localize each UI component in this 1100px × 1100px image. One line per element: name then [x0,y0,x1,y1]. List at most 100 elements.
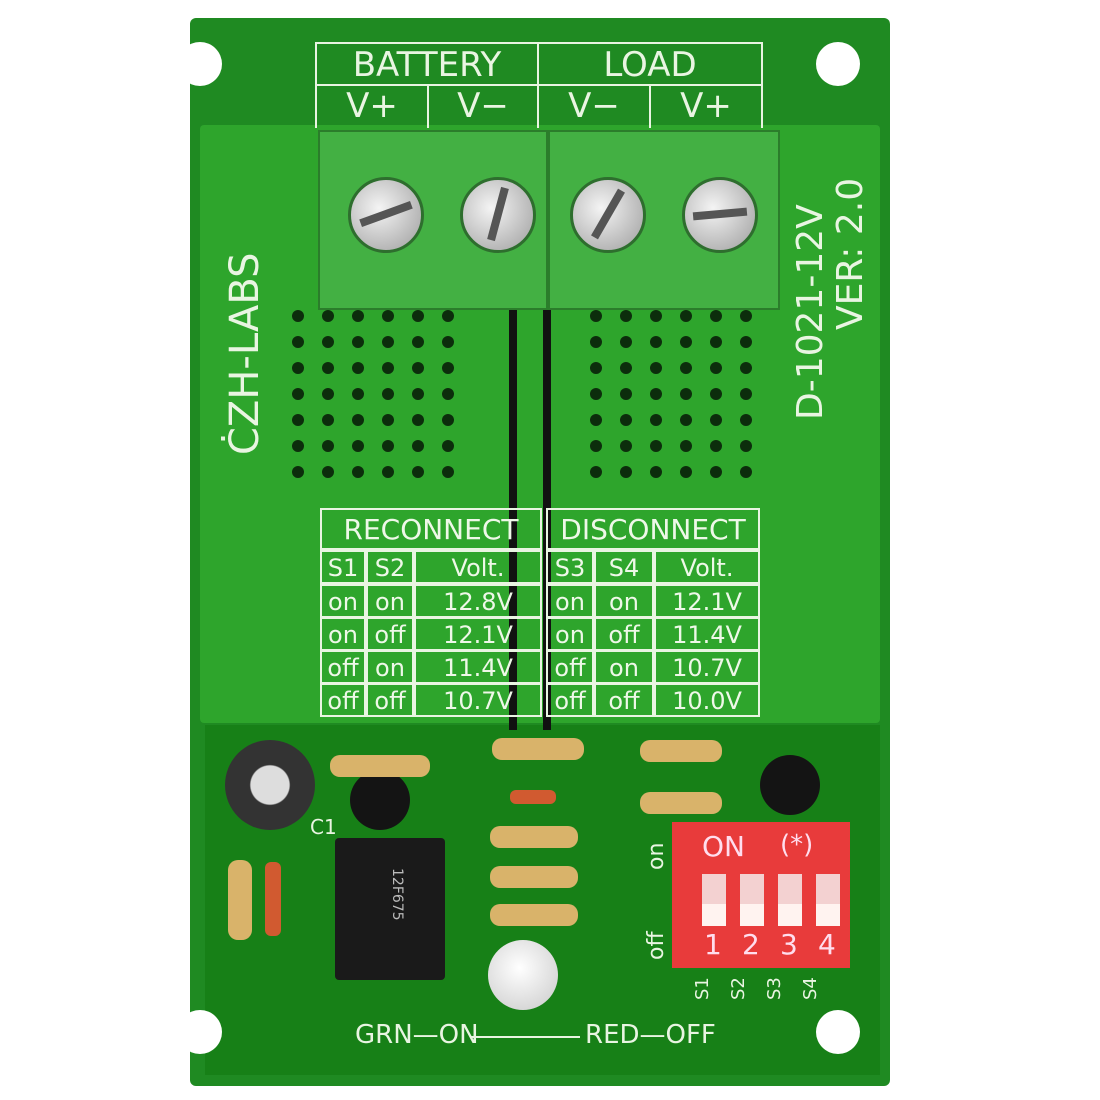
pad [620,336,632,348]
table-cell: on [594,650,654,684]
pad [740,362,752,374]
table-cell: on [366,584,414,618]
pad [412,362,424,374]
table-cell: off [546,683,594,717]
pad [292,336,304,348]
table-cell: on [546,584,594,618]
pad [710,336,722,348]
pad [620,362,632,374]
pad [710,362,722,374]
pad [680,414,692,426]
pad [442,414,454,426]
pad [740,440,752,452]
table-cell: on [320,617,366,651]
dip-switch-toggle[interactable] [816,874,840,926]
table-header-cell: S2 [366,550,414,584]
pad [590,466,602,478]
dip-number: 4 [818,928,836,961]
table-header-cell: S1 [320,550,366,584]
pad [352,388,364,400]
pad [650,414,662,426]
pad [322,336,334,348]
pad [620,440,632,452]
diode [265,862,281,936]
table-header-cell: Volt. [654,550,760,584]
load-label: LOAD [539,44,761,86]
pad [680,310,692,322]
terminal-label: V− [539,86,651,128]
dip-number: 3 [780,928,798,961]
pad [680,388,692,400]
dip-number: 1 [704,928,722,961]
table-cell: off [366,617,414,651]
switch-label: S1 [692,977,713,1000]
pad [620,310,632,322]
pad [292,388,304,400]
pad [352,310,364,322]
pad [740,336,752,348]
pad [292,440,304,452]
pad [590,310,602,322]
pad [442,310,454,322]
dip-switch-toggle[interactable] [778,874,802,926]
terminal-header: BATTERY LOAD V+ V− V− V+ [315,42,763,128]
divider [470,1036,580,1038]
pad [412,388,424,400]
pad [710,466,722,478]
screw-icon[interactable] [460,177,536,253]
mount-hole [816,1010,860,1054]
pad [620,388,632,400]
table-cell: 10.7V [414,683,542,717]
dip-switch-toggle[interactable] [740,874,764,926]
terminal-label: V+ [680,86,732,126]
pad [352,414,364,426]
pad [382,414,394,426]
dip-side-off: off [644,931,669,960]
pad [740,414,752,426]
screw-icon[interactable] [348,177,424,253]
table-header-cell: Volt. [414,550,542,584]
pad [352,336,364,348]
dip-side-on: on [644,842,669,870]
pad [412,414,424,426]
led-red-label: RED—OFF [585,1020,716,1050]
cap-label: C1 [310,815,337,839]
pad [442,440,454,452]
reconnect-header: RECONNECT [320,508,542,550]
pad [710,310,722,322]
version-label: VER: 2.0 [830,177,871,330]
table-cell: 12.1V [654,584,760,618]
pad [442,336,454,348]
table-cell: on [320,584,366,618]
led-green-label: GRN—ON [355,1020,479,1050]
brand-label: ĊZH-LABS [222,252,268,455]
pad [740,388,752,400]
pad [352,440,364,452]
pad [650,466,662,478]
pad [442,362,454,374]
pad [292,414,304,426]
table-cell: on [546,617,594,651]
disconnect-header: DISCONNECT [546,508,760,550]
pad [322,440,334,452]
pad [710,440,722,452]
pad [740,310,752,322]
dip-switch-toggle[interactable] [702,874,726,926]
pad [590,414,602,426]
pad [292,310,304,322]
table-cell: 11.4V [414,650,542,684]
pad [412,440,424,452]
resistor [330,755,430,777]
chip-text: 12F675 [389,868,405,921]
screw-icon[interactable] [570,177,646,253]
pad [590,336,602,348]
resistor [490,904,578,926]
switch-label: S2 [728,977,749,1000]
resistor [640,740,722,762]
screw-icon[interactable] [682,177,758,253]
pad [322,362,334,374]
table-header-cell: S4 [594,550,654,584]
pad [352,362,364,374]
resistor [490,866,578,888]
terminal-label: V+ [317,86,429,128]
